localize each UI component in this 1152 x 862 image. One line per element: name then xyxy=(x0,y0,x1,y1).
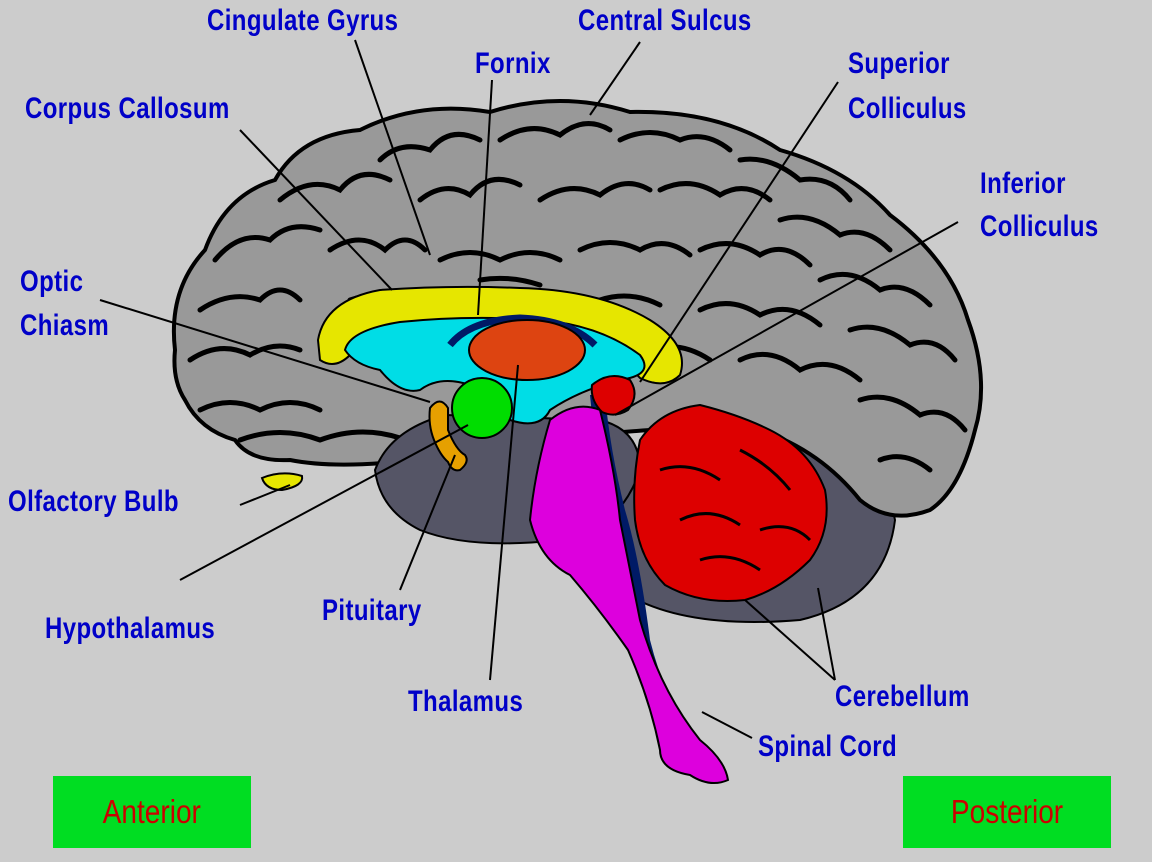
colliculus-shape xyxy=(590,375,636,416)
olfactory-bulb-shape xyxy=(260,472,304,492)
label-inferior-colliculus-line1: Inferior xyxy=(980,167,1066,200)
hypothalamus-shape xyxy=(451,377,513,439)
leader-lines xyxy=(99,39,959,739)
thalamus-shape xyxy=(468,319,586,381)
brainstem-shape xyxy=(528,405,730,785)
label-superior-colliculus-line2: Colliculus xyxy=(848,92,967,125)
label-olfactory-bulb: Olfactory Bulb xyxy=(8,485,179,518)
label-hypothalamus: Hypothalamus xyxy=(45,612,216,645)
cerebellum-folia xyxy=(659,448,812,572)
label-spinal-cord: Spinal Cord xyxy=(758,730,898,763)
label-cingulate-gyrus: Cingulate Gyrus xyxy=(207,4,399,37)
sulci-lines xyxy=(187,121,968,473)
label-thalamus: Thalamus xyxy=(408,685,524,718)
cerebellum-shape xyxy=(633,403,828,602)
canal-shape xyxy=(590,395,695,748)
anterior-button[interactable]: Anterior xyxy=(53,776,251,848)
label-inferior-colliculus-line2: Colliculus xyxy=(980,210,1099,243)
posterior-button[interactable]: Posterior xyxy=(903,776,1111,848)
label-corpus-callosum: Corpus Callosum xyxy=(25,92,230,125)
label-fornix: Fornix xyxy=(475,47,551,80)
fornix-shape xyxy=(447,314,598,348)
label-pituitary: Pituitary xyxy=(322,594,422,627)
label-optic-chiasm-line1: Optic xyxy=(20,265,84,298)
label-optic-chiasm-line2: Chiasm xyxy=(20,309,110,342)
label-central-sulcus: Central Sulcus xyxy=(578,4,752,37)
anterior-button-label: Anterior xyxy=(102,793,202,830)
posterior-button-label: Posterior xyxy=(950,793,1064,830)
label-superior-colliculus-line1: Superior xyxy=(848,47,950,80)
label-cerebellum: Cerebellum xyxy=(835,680,970,713)
